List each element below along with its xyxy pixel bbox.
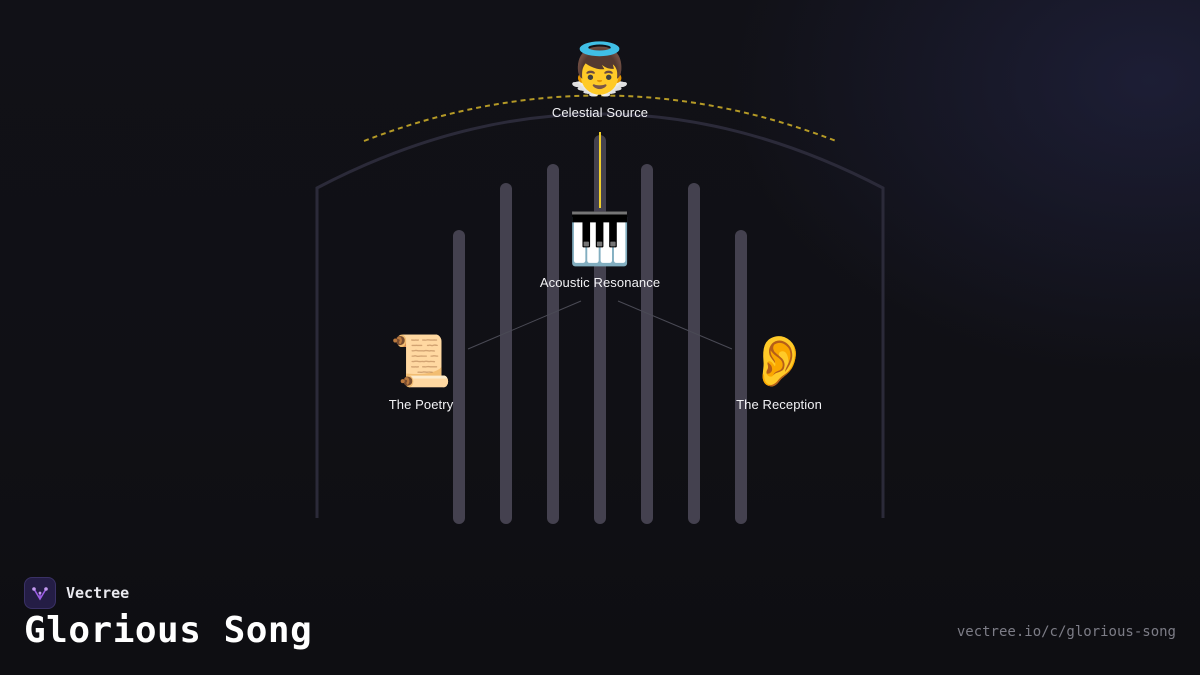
halo-arc	[363, 94, 837, 142]
node-label: Celestial Source	[551, 105, 649, 120]
brand-name: Vectree	[66, 584, 130, 602]
ear-icon: 👂	[747, 332, 811, 390]
connector-resonance-reception	[617, 300, 733, 350]
node-the-poetry: 📜 The Poetry	[389, 333, 454, 412]
connector-resonance-poetry	[467, 300, 582, 350]
node-label: The Reception	[736, 397, 822, 412]
page-url: vectree.io/c/glorious-song	[956, 624, 1176, 640]
piano-keys-icon: 🎹	[568, 210, 632, 268]
brand: Vectree	[24, 577, 129, 609]
scroll-icon: 📜	[389, 332, 453, 390]
node-celestial-source: 👼 Celestial Source	[552, 41, 648, 120]
organ-arch	[315, 112, 885, 518]
angel-icon: 👼	[568, 40, 632, 98]
node-label: The Poetry	[388, 397, 454, 412]
page-title: Glorious Song	[24, 610, 313, 651]
node-label: Acoustic Resonance	[539, 275, 661, 290]
node-acoustic-resonance: 🎹 Acoustic Resonance	[540, 211, 660, 290]
vectree-logo-icon	[24, 577, 56, 609]
node-the-reception: 👂 The Reception	[736, 333, 822, 412]
